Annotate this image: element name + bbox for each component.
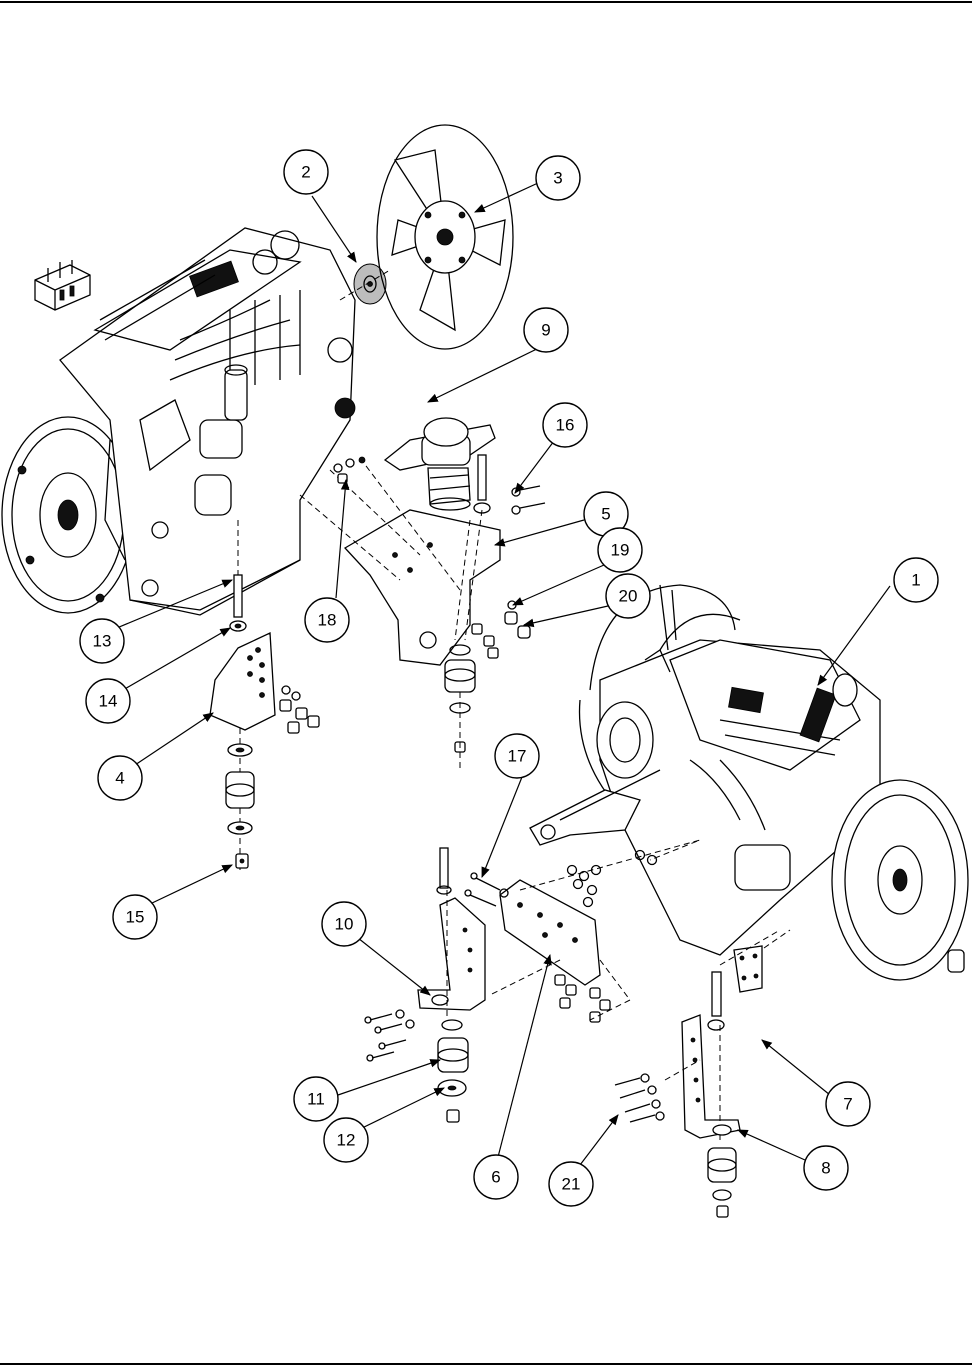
callout-14-label: 14: [99, 692, 118, 711]
pulley-part: [354, 264, 386, 304]
mount-stack-10: [438, 1020, 468, 1072]
callout-20: 20: [606, 574, 650, 618]
callout-3-label: 3: [553, 169, 562, 188]
callout-5-label: 5: [601, 505, 610, 524]
callout-2: 2: [284, 150, 328, 194]
callout-9: 9: [524, 308, 568, 352]
callout-12: 12: [324, 1118, 368, 1162]
mount-stack-5: [445, 645, 475, 770]
callout-20-label: 20: [619, 587, 638, 606]
callout-12-label: 12: [337, 1131, 356, 1150]
callout-18: 18: [305, 598, 349, 642]
callout-16: 16: [543, 403, 587, 447]
callout-4: 4: [98, 756, 142, 800]
fan-part: [377, 125, 513, 349]
callout-1-label: 1: [911, 571, 920, 590]
callout-19: 19: [598, 528, 642, 572]
mount-stack-4: [226, 728, 254, 870]
callout-19-label: 19: [611, 541, 630, 560]
callout-3: 3: [536, 156, 580, 200]
callout-8-label: 8: [821, 1159, 830, 1178]
nut-12: [447, 1110, 459, 1122]
callout-11: 11: [294, 1077, 338, 1121]
callout-1: 1: [894, 558, 938, 602]
washer-14: [230, 621, 246, 631]
callout-17: 17: [495, 734, 539, 778]
callout-7: 7: [826, 1082, 870, 1126]
nut-cluster-6: [568, 851, 657, 907]
callout-14: 14: [86, 679, 130, 723]
bolts-4: [280, 686, 319, 733]
callout-6: 6: [474, 1155, 518, 1199]
washers-18: [334, 457, 365, 483]
mount-stack-8: [708, 1125, 736, 1217]
callout-15: 15: [113, 895, 157, 939]
callout-7-label: 7: [843, 1095, 852, 1114]
callout-9-label: 9: [541, 321, 550, 340]
callout-21: 21: [549, 1162, 593, 1206]
callout-2-label: 2: [301, 163, 310, 182]
bracket-4: [210, 633, 275, 730]
callout-10-label: 10: [335, 915, 354, 934]
callout-15-label: 15: [126, 908, 145, 927]
callout-4-label: 4: [115, 769, 124, 788]
callout-16-label: 16: [556, 416, 575, 435]
relay-component: [35, 260, 90, 310]
bracket-6: [500, 880, 600, 985]
nut-15: [236, 854, 248, 868]
bracket-7: [734, 930, 790, 992]
bolts-21: [615, 1074, 664, 1122]
bracket-8: [682, 972, 740, 1140]
callout-13-label: 13: [93, 632, 112, 651]
washer-12: [438, 1080, 466, 1096]
callout-13: 13: [80, 619, 124, 663]
bracket-5: [345, 510, 500, 665]
callout-21-label: 21: [562, 1175, 581, 1194]
callout-8: 8: [804, 1146, 848, 1190]
bolts-10: [365, 1010, 414, 1061]
callout-10: 10: [322, 902, 366, 946]
callout-18-label: 18: [318, 611, 337, 630]
callout-6-label: 6: [491, 1168, 500, 1187]
callout-17-label: 17: [508, 747, 527, 766]
callout-11-label: 11: [307, 1090, 325, 1109]
